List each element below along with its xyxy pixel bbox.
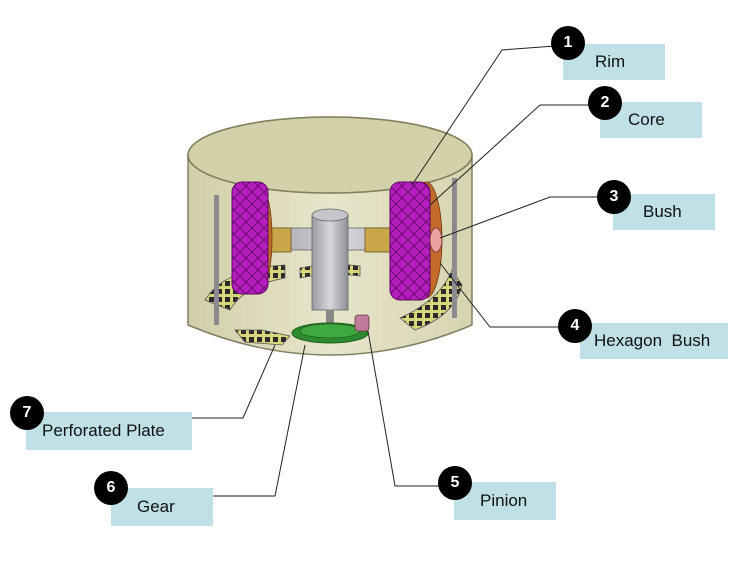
leader-line-1 <box>411 44 569 186</box>
right-bracket <box>452 178 457 318</box>
left-bracket <box>214 195 219 325</box>
callout-gear-label: Gear <box>137 497 175 516</box>
leader-line-3 <box>439 196 612 239</box>
callout-rim-label: Rim <box>595 52 626 71</box>
callout-hexagon-bush: Hexagon Bush <box>580 323 728 359</box>
callout-gear-number: 6 <box>94 471 128 505</box>
callout-pinion-number: 5 <box>438 466 472 500</box>
callout-core-number: 2 <box>588 86 622 120</box>
central-shaft <box>311 208 349 330</box>
left-wheel <box>231 181 273 295</box>
leader-line-4 <box>439 262 573 328</box>
callout-bush-number: 3 <box>597 180 631 214</box>
callout-pinion-label: Pinion <box>480 491 528 510</box>
callout-core-label: Core <box>628 110 665 129</box>
callout-hexagon-bush-label: Hexagon Bush <box>594 331 711 350</box>
leader-line-2 <box>429 104 600 206</box>
callout-gear: Gear <box>111 488 213 526</box>
leader-line-5 <box>367 330 441 487</box>
callout-perforated-plate-label: Perforated Plate <box>42 421 165 440</box>
leader-line-7 <box>47 344 276 419</box>
hexagon-bush-right <box>364 227 392 253</box>
right-wheel <box>389 181 443 301</box>
bevel-gear <box>291 322 369 344</box>
callout-hexagon-bush-number: 4 <box>558 309 592 343</box>
callout-perforated-plate-number: 7 <box>10 396 44 430</box>
callout-rim: Rim <box>563 44 665 80</box>
callout-bush-label: Bush <box>643 202 682 221</box>
pinion <box>354 314 370 332</box>
callout-perforated-plate: Perforated Plate <box>26 412 192 450</box>
callout-rim-number: 1 <box>551 26 585 60</box>
